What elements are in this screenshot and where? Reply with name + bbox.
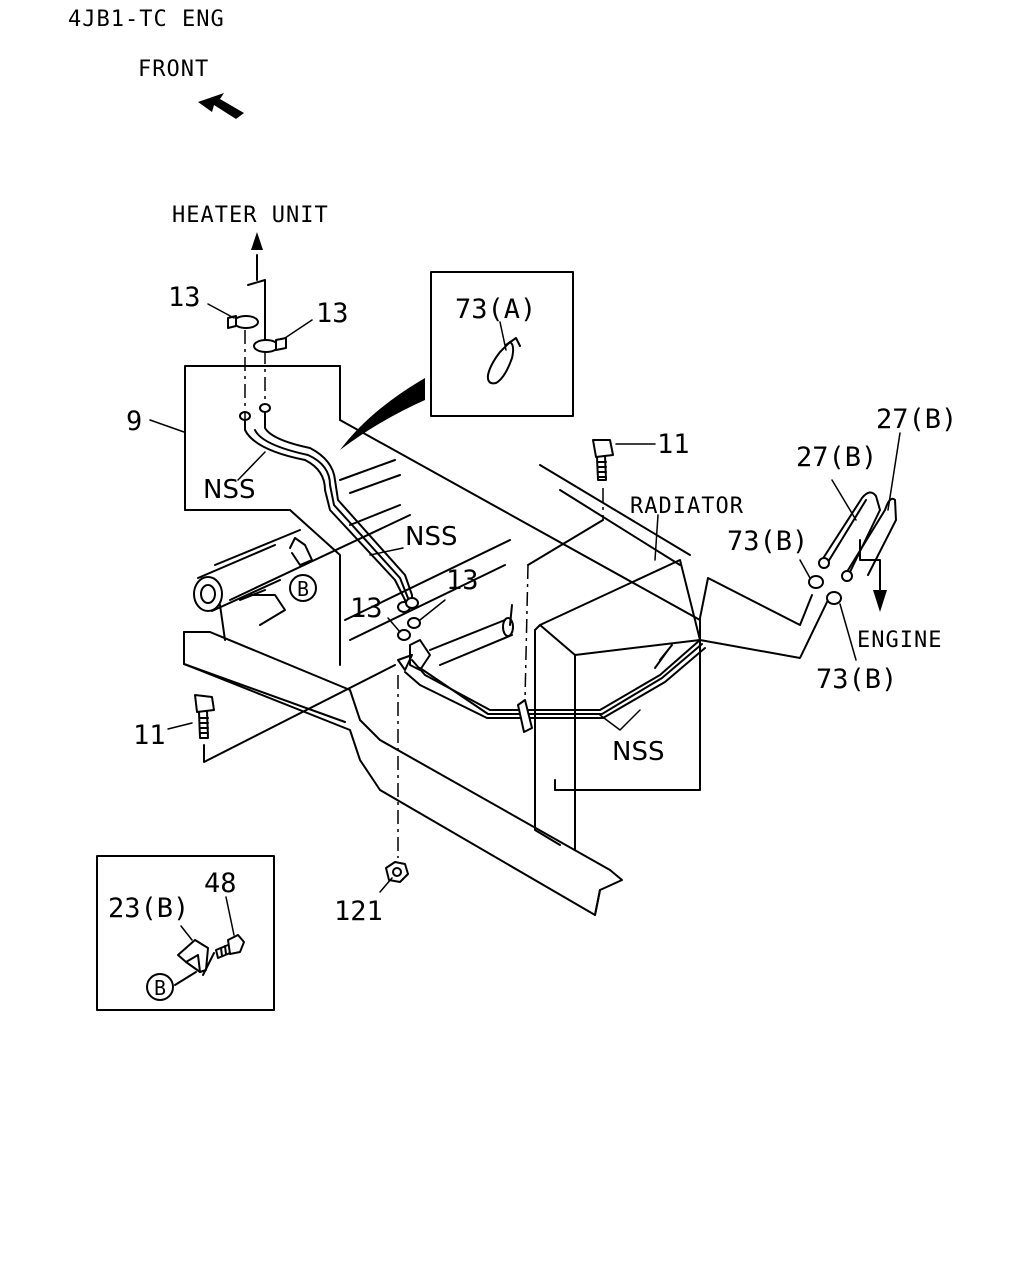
nut xyxy=(385,861,409,883)
callout-13-lower-left: 13 xyxy=(350,593,383,624)
engine-label: ENGINE xyxy=(857,628,942,653)
callout-13-upper-right: 13 xyxy=(316,298,349,329)
callout-121: 121 xyxy=(334,896,383,927)
front-arrow-icon xyxy=(198,93,244,119)
heater-unit-label: HEATER UNIT xyxy=(172,203,329,228)
callout-13-upper-left: 13 xyxy=(168,282,201,313)
leader-lines xyxy=(149,303,901,941)
bolt-lower xyxy=(194,664,396,763)
nss-label-lower: NSS xyxy=(612,737,664,767)
clip-detail-box xyxy=(430,271,574,417)
callout-73b-lower: 73(B) xyxy=(816,664,897,695)
hose-clamp-upper-left xyxy=(227,315,259,329)
nss-label-middle: NSS xyxy=(405,522,457,552)
radiator-label: RADIATOR xyxy=(630,494,744,519)
callout-27b-left: 27(B) xyxy=(796,442,877,473)
bracket-ref-circle-detail: B xyxy=(146,973,174,1001)
callout-73a: 73(A) xyxy=(455,294,536,325)
bracket-detail-box xyxy=(96,855,275,1011)
bracket-ref-circle-frame: B xyxy=(289,574,317,602)
callout-11-upper: 11 xyxy=(657,429,690,460)
engine-hoses xyxy=(808,491,897,612)
svg-text:B: B xyxy=(297,577,309,601)
engine-arrow-icon xyxy=(873,590,887,612)
bracket-bolt-icon xyxy=(215,934,245,959)
engine-model-title: 4JB1-TC ENG xyxy=(68,7,225,32)
svg-text:B: B xyxy=(154,976,166,1000)
callout-23b: 23(B) xyxy=(108,893,189,924)
heater-hose-pipes xyxy=(239,403,829,733)
callout-48: 48 xyxy=(204,868,237,899)
clip-a-icon xyxy=(486,337,521,385)
callout-73b-upper: 73(B) xyxy=(727,526,808,557)
chassis-frame xyxy=(183,365,701,916)
bolt-upper xyxy=(524,439,614,701)
callout-9: 9 xyxy=(126,406,142,437)
callout-11-lower: 11 xyxy=(133,720,166,751)
hose-clamps-lower xyxy=(397,617,421,641)
detail-pointer xyxy=(340,378,425,450)
hose-assembly-outline xyxy=(184,365,341,511)
nss-label-upper: NSS xyxy=(203,475,255,505)
callout-27b-right: 27(B) xyxy=(876,404,957,435)
callout-13-lower-right: 13 xyxy=(446,565,479,596)
heater-unit-arrow-icon xyxy=(251,232,263,250)
hose-clamp-upper-right xyxy=(253,337,287,353)
front-label: FRONT xyxy=(138,57,209,82)
bracket-icon xyxy=(177,939,209,973)
